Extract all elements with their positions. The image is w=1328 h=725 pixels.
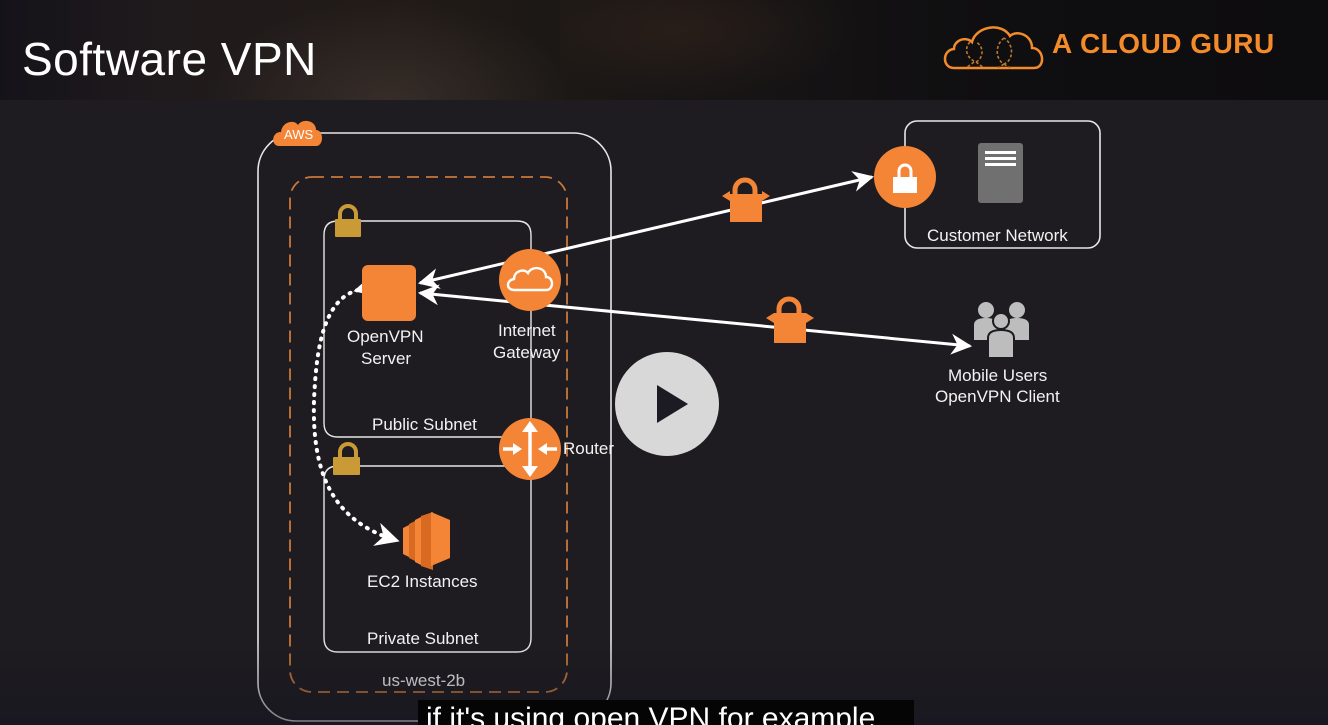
play-button[interactable] [615, 352, 719, 456]
subtitle-caption: if it's using open VPN for example [418, 700, 914, 725]
internet-gateway-label-line2: Gateway [493, 343, 561, 362]
play-icon [657, 385, 688, 423]
public-subnet-lock-icon [335, 204, 361, 237]
slide-header: Software VPN A CLOUD GURU [0, 0, 1328, 100]
private-subnet-label: Private Subnet [367, 629, 479, 648]
server-icon [978, 143, 1023, 203]
private-subnet-lock-icon [333, 442, 360, 475]
caption-text: if it's using open VPN for example [426, 702, 876, 725]
brand-name: A CLOUD GURU [1052, 28, 1275, 59]
customer-network-label: Customer Network [927, 226, 1068, 245]
ec2-instances-label: EC2 Instances [367, 572, 478, 591]
tunnel-lock-icon [766, 296, 814, 343]
vpn-architecture-diagram [257, 120, 1101, 722]
aws-badge [273, 120, 322, 146]
ec2-instances-icon [403, 512, 450, 570]
router-label: Router [563, 439, 615, 458]
internet-gateway-icon [499, 249, 561, 311]
internet-gateway-label-line1: Internet [498, 321, 556, 340]
public-subnet-label: Public Subnet [372, 415, 477, 434]
openvpn-server-label-line2: Server [361, 349, 412, 368]
openvpn-server-label-line1: OpenVPN [347, 327, 424, 346]
mobile-users-label-line1: Mobile Users [948, 366, 1048, 385]
tunnel-lock-icon [722, 177, 770, 222]
cloud-logo-icon [943, 26, 1044, 70]
openvpn-server-icon [362, 265, 416, 321]
server-to-ec2-flow [311, 273, 400, 546]
mobile-users-label-line2: OpenVPN Client [935, 387, 1060, 406]
brand-logo: A CLOUD GURU [940, 14, 1300, 74]
mobile-users-icon [974, 302, 1029, 359]
video-background-shade [560, 0, 860, 100]
vpn-tunnel-customer [417, 171, 875, 289]
video-background-shade [200, 0, 580, 100]
availability-zone-label: us-west-2b [382, 671, 466, 690]
router-icon [499, 418, 561, 480]
vpn-gateway-lock-icon [874, 146, 936, 208]
slide-title: Software VPN [22, 33, 317, 85]
aws-badge-label: AWS [284, 127, 314, 142]
